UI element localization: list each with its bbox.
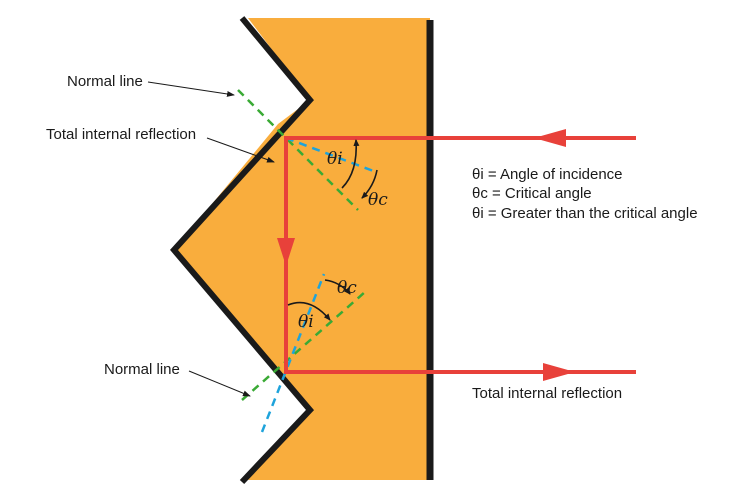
legend: θi = Angle of incidence θc = Critical an… (472, 166, 698, 222)
angle-arc-theta-c-top (361, 169, 378, 199)
pointer-normal-bottom (188, 370, 251, 397)
pointer-tir-top (206, 137, 275, 163)
theta-i-label-top: θi (327, 149, 343, 169)
prism-left-face (170, 16, 315, 485)
angle-arc-theta-i-bottom (287, 301, 331, 321)
legend-item-critical: θc = Critical angle (472, 185, 592, 202)
critical-line-top (285, 136, 377, 174)
normal-line-label-bottom: Normal line (104, 361, 180, 378)
pointer-normal-top (147, 81, 235, 97)
legend-item-greater: θi = Greater than the critical angle (472, 205, 698, 222)
tir-label-top: Total internal reflection (46, 126, 196, 143)
theta-i-label-bottom: θi (298, 312, 314, 332)
tir-label-bottom: Total internal reflection (472, 385, 622, 402)
theta-c-label-bottom: θc (337, 278, 357, 298)
angle-arc-theta-c-bottom (324, 279, 351, 295)
normal-line-top (237, 89, 359, 211)
prism-body (174, 18, 430, 480)
legend-item-incidence: θi = Angle of incidence (472, 166, 623, 183)
theta-c-label-top: θc (368, 190, 388, 210)
ray-arrow-incoming (534, 129, 566, 147)
ray-arrow-down (277, 238, 295, 266)
angle-arc-theta-i-top (341, 139, 360, 189)
critical-line-bottom (260, 273, 326, 433)
normal-line-label-top: Normal line (67, 73, 143, 90)
ray-arrow-outgoing (543, 363, 575, 381)
